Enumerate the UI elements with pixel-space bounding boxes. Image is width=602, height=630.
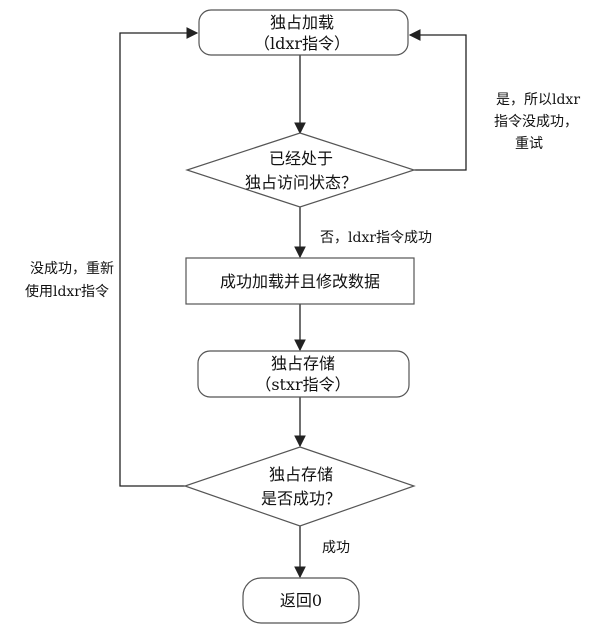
node-text: （stxr指令）	[255, 375, 350, 394]
node-exclusive-store: 独占存储 （stxr指令）	[197, 350, 410, 398]
rounded-box	[197, 350, 410, 398]
connectors	[119, 27, 467, 579]
arrow-retry-loop	[408, 29, 467, 171]
edge-label-store-ok: 成功	[322, 540, 350, 556]
decision-diamond	[183, 446, 416, 527]
node-text: 已经处于	[269, 149, 333, 168]
edge-label-text: 重试	[515, 136, 543, 152]
node-text: 返回0	[280, 591, 322, 610]
edge-label-text: 没成功，重新	[30, 261, 114, 277]
node-exclusive-load: 独占加载 （ldxr指令）	[198, 9, 409, 56]
edge-label-text: 指令没成功，	[494, 114, 578, 130]
edge-label-store-fail: 没成功，重新 使用ldxr指令	[25, 261, 114, 300]
decision-diamond	[185, 132, 416, 208]
edge-label-text: 是，所以ldxr	[496, 92, 580, 108]
node-text: 是否成功？	[261, 489, 341, 508]
rounded-box	[198, 9, 409, 56]
edge-label-yes-retry: 是，所以ldxr 指令没成功， 重试	[494, 92, 580, 152]
node-return-zero: 返回0	[242, 577, 360, 624]
node-text: （ldxr指令）	[254, 34, 350, 53]
node-text: 成功加载并且修改数据	[220, 272, 380, 291]
edge-label-text: 使用ldxr指令	[25, 283, 109, 300]
node-modify-data: 成功加载并且修改数据	[185, 257, 415, 305]
node-check-state: 已经处于 独占访问状态？	[185, 132, 416, 208]
node-store-success: 独占存储 是否成功？	[183, 446, 416, 527]
edge-label-no-success: 否，ldxr指令成功	[320, 230, 432, 246]
arrow-store-fail-loop	[119, 27, 199, 487]
node-text: 独占访问状态？	[245, 173, 357, 192]
process-box	[185, 257, 415, 305]
node-text: 独占存储	[269, 465, 333, 484]
terminal-box	[242, 577, 360, 624]
node-text: 独占加载	[270, 13, 334, 32]
node-text: 独占存储	[271, 354, 335, 373]
